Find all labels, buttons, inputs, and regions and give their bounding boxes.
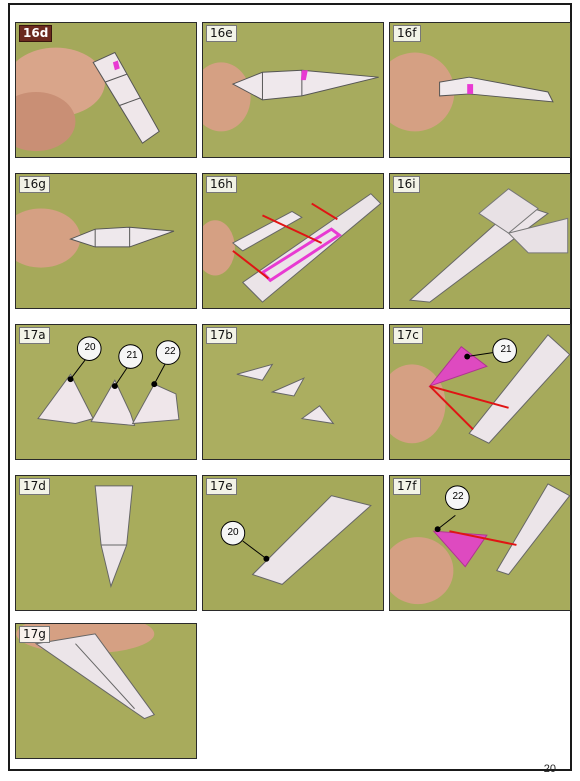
step-label: 16g	[19, 176, 50, 193]
photo-small-folded-parts	[203, 325, 383, 459]
step-label: 16i	[393, 176, 420, 193]
callout-number: 20	[84, 342, 96, 353]
step-photo-17d: 17d	[15, 475, 197, 611]
photo-hand-holding-part	[16, 23, 196, 157]
photo-cone-parts	[16, 325, 196, 459]
step-label: 16e	[206, 25, 237, 42]
callout-number: 22	[452, 491, 464, 502]
step-photo-17a: 17a 20 21 22	[15, 324, 197, 460]
callout-number: 20	[227, 527, 239, 538]
step-photo-16h: 16h	[202, 173, 384, 309]
photo-nose-cone-with-callout	[203, 476, 383, 610]
step-label: 17e	[206, 478, 237, 495]
step-photo-16g: 16g	[15, 173, 197, 309]
instruction-page: 16d 16e 16f 16g	[8, 3, 572, 775]
photo-hand-holding-part	[390, 23, 570, 157]
step-label: 16d	[19, 25, 53, 42]
step-photo-17g: 17g	[15, 623, 197, 759]
step-photo-16f: 16f	[389, 22, 571, 158]
step-photo-17e: 17e 20	[202, 475, 384, 611]
callout-number: 22	[164, 346, 176, 357]
step-label: 17d	[19, 478, 50, 495]
step-label: 17c	[393, 327, 423, 344]
step-label: 17f	[393, 478, 421, 495]
step-photo-16i: 16i	[389, 173, 571, 309]
step-label: 17a	[19, 327, 50, 344]
step-label: 16f	[393, 25, 421, 42]
step-photo-17b: 17b	[202, 324, 384, 460]
photo-finished-nose	[16, 624, 196, 758]
photo-attach-cone-with-arrows	[390, 325, 570, 459]
photo-assembled-model	[390, 174, 570, 308]
photo-hand-holding-part	[16, 174, 196, 308]
callout-number: 21	[126, 350, 138, 361]
step-photo-17c: 17c 21	[389, 324, 571, 460]
page-number: 20	[543, 763, 556, 775]
step-photo-16e: 16e	[202, 22, 384, 158]
step-label: 17g	[19, 626, 50, 643]
callout-number: 21	[500, 344, 512, 355]
step-photo-17f: 17f 22	[389, 475, 571, 611]
step-photo-16d: 16d	[15, 22, 197, 158]
photo-assembly-with-arrows	[203, 174, 383, 308]
photo-nose-cone	[16, 476, 196, 610]
photo-hand-holding-part	[203, 23, 383, 157]
step-label: 17b	[206, 327, 237, 344]
photo-attach-part-with-arrows	[390, 476, 570, 610]
step-label: 16h	[206, 176, 237, 193]
